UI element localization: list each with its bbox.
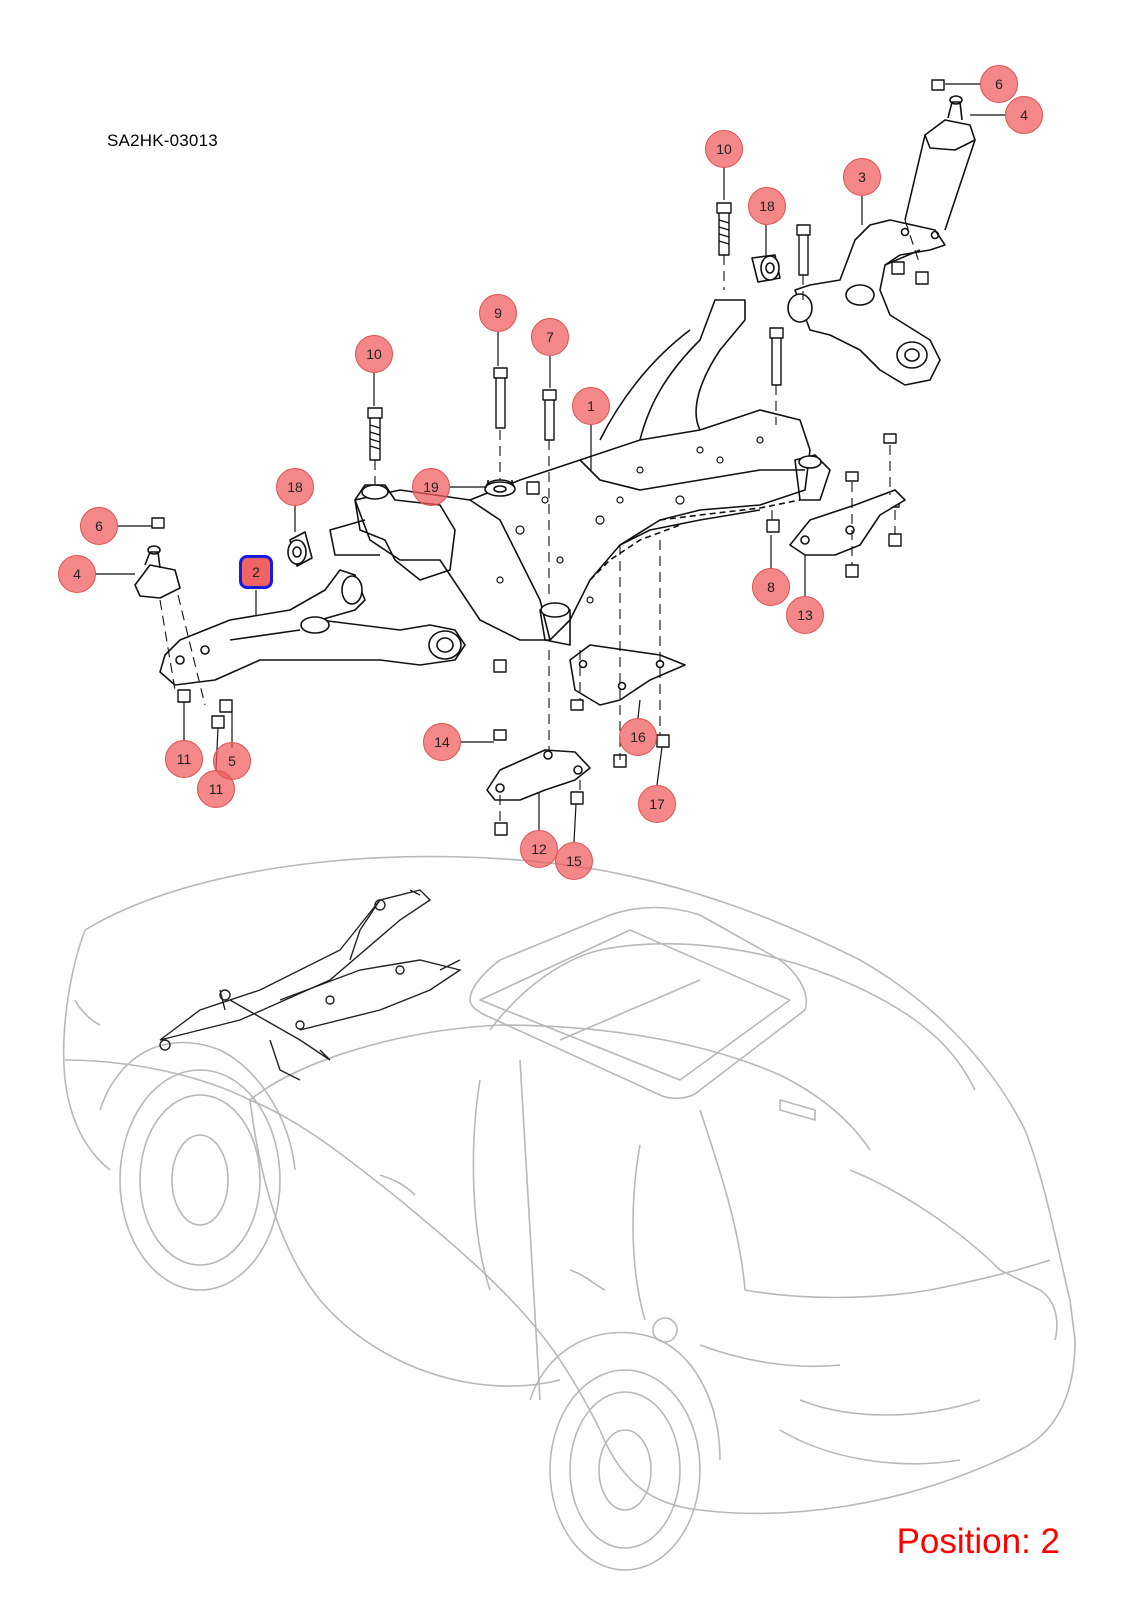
callout-17-bolt[interactable]: 17 bbox=[638, 785, 676, 823]
callout-10-left-bolt[interactable]: 10 bbox=[355, 335, 393, 373]
bolts bbox=[151, 79, 945, 836]
callout-19-washer[interactable]: 19 bbox=[412, 468, 450, 506]
callout-18-right-bushing[interactable]: 18 bbox=[748, 187, 786, 225]
callout-4-right-balljoint[interactable]: 4 bbox=[1005, 96, 1043, 134]
callout-8-nut[interactable]: 8 bbox=[752, 568, 790, 606]
callout-15-nut[interactable]: 15 bbox=[555, 842, 593, 880]
callout-18-left-bushing[interactable]: 18 bbox=[276, 468, 314, 506]
callout-13-bracket[interactable]: 13 bbox=[786, 596, 824, 634]
callout-11-nut[interactable]: 11 bbox=[165, 740, 203, 778]
subframe-location-sketch bbox=[159, 889, 462, 1081]
callout-2-left-control-arm-selected[interactable]: 2 bbox=[239, 555, 273, 589]
bushing-18-right bbox=[751, 254, 781, 283]
callout-leaders bbox=[96, 83, 1005, 843]
subframe-assembly bbox=[134, 79, 976, 836]
callout-6-right-balljoint-bolt[interactable]: 6 bbox=[980, 65, 1018, 103]
callout-1-subframe[interactable]: 1 bbox=[572, 387, 610, 425]
bushing-18-left bbox=[287, 531, 313, 567]
callout-11-nut-second[interactable]: 11 bbox=[197, 770, 235, 808]
callout-3-right-control-arm[interactable]: 3 bbox=[843, 158, 881, 196]
callout-16-plate[interactable]: 16 bbox=[619, 718, 657, 756]
vehicle-outline bbox=[62, 855, 1076, 1571]
callout-6-left-balljoint-bolt[interactable]: 6 bbox=[80, 507, 118, 545]
diagram-code: SA2HK-03013 bbox=[107, 131, 218, 150]
callout-12-bracket[interactable]: 12 bbox=[520, 830, 558, 868]
callout-7-bolt[interactable]: 7 bbox=[531, 318, 569, 356]
selected-position-label: Position: 2 bbox=[896, 1522, 1060, 1561]
callout-4-left-balljoint[interactable]: 4 bbox=[58, 555, 96, 593]
callout-9-bolt[interactable]: 9 bbox=[479, 294, 517, 332]
callout-10-right-bolt[interactable]: 10 bbox=[705, 130, 743, 168]
callout-14-bolt[interactable]: 14 bbox=[423, 723, 461, 761]
